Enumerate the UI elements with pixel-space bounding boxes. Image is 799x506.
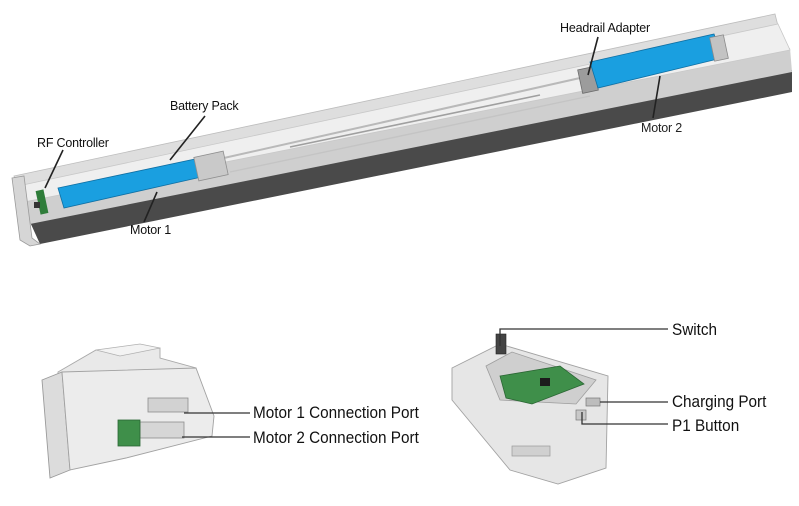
motor-1-connection-port: [147, 397, 189, 413]
motor-2-label: Motor 2: [641, 121, 682, 135]
charging-port-component: [585, 397, 601, 407]
pcb-chip: [540, 378, 550, 386]
p1-button-label: P1 Button: [672, 416, 740, 435]
rf-controller-board: [35, 189, 49, 215]
headrail-adapter-label: Headrail Adapter: [560, 21, 650, 35]
motor-1-label: Motor 1: [130, 223, 171, 237]
motor-2-connection-port-label: Motor 2 Connection Port: [253, 428, 419, 447]
motor-2-endcap: [709, 34, 729, 62]
battery-pack-leader: [169, 115, 206, 161]
rf-controller-switch: [34, 202, 40, 208]
left-module-illustration: [41, 343, 215, 479]
motor-2-connection-port: [139, 421, 185, 439]
motor-2-leader: [652, 75, 661, 119]
headrail-end-cap: [11, 175, 41, 247]
headrail-front-face: [22, 48, 792, 224]
motor-1-connection-port-label: Motor 1 Connection Port: [253, 403, 419, 422]
charging-port-label: Charging Port: [672, 392, 767, 411]
battery-pack-label: Battery Pack: [170, 99, 239, 113]
left-module-pcb: [117, 419, 141, 447]
headrail-rod-1: [214, 77, 581, 161]
p1-button-component: [575, 409, 587, 421]
rf-controller-label: RF Controller: [37, 136, 109, 150]
right-module-base-slot: [511, 445, 551, 457]
headrail-rod-3: [229, 95, 591, 173]
headrail-bottom-strip: [30, 70, 792, 244]
rf-controller-leader: [44, 149, 64, 189]
headrail-adapter-leader: [587, 36, 599, 76]
battery-pack-block: [193, 150, 229, 182]
headrail-rod-2: [289, 94, 541, 148]
switch-component: [495, 333, 507, 355]
p1-button-leader: [581, 412, 668, 425]
switch-leader: [499, 328, 668, 346]
left-module-body: [61, 367, 215, 471]
right-module-illustration: [451, 333, 609, 485]
switch-label: Switch: [672, 320, 718, 339]
left-module-top: [95, 343, 161, 357]
motor-1-leader: [143, 191, 158, 223]
